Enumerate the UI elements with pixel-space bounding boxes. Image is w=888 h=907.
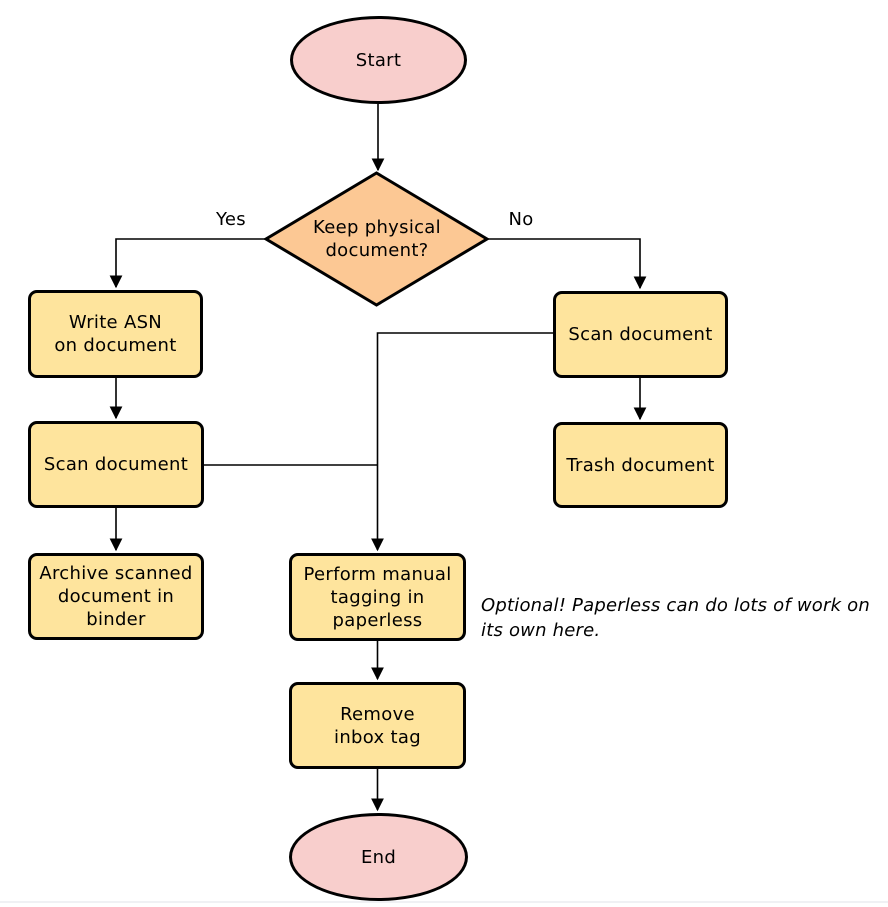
- scan-document-right-node: Scan document: [553, 291, 728, 378]
- start-label: Start: [355, 49, 402, 71]
- manual-tagging-label: Perform manual tagging in paperless: [303, 563, 452, 631]
- archive-node: Archive scanned document in binder: [28, 553, 204, 640]
- remove-inbox-tag-node: Remove inbox tag: [289, 682, 466, 769]
- end-node: End: [289, 813, 468, 901]
- trash-document-label: Trash document: [566, 454, 715, 476]
- decision-diamond-shape: [263, 171, 490, 307]
- manual-tagging-node: Perform manual tagging in paperless: [289, 553, 466, 641]
- write-asn-node: Write ASN on document: [28, 290, 203, 378]
- scan-document-left-node: Scan document: [28, 421, 204, 508]
- archive-label: Archive scanned document in binder: [39, 563, 193, 630]
- scan-document-left-label: Scan document: [43, 454, 189, 475]
- edge-label-yes: Yes: [216, 208, 246, 230]
- remove-inbox-tag-label: Remove inbox tag: [334, 703, 421, 748]
- decision-node-label: Keep physical document?: [313, 217, 441, 261]
- edge-decision-no-to-scan-right: [487, 238, 647, 290]
- edge-scan-right-to-tagging: [371, 332, 553, 552]
- scan-document-right-label: Scan document: [568, 324, 713, 345]
- write-asn-label: Write ASN on document: [54, 312, 177, 356]
- edge-decision-yes-to-write-asn: [109, 238, 266, 289]
- end-label: End: [360, 846, 397, 868]
- trash-document-node: Trash document: [553, 422, 728, 508]
- optional-note: Optional! Paperless can do lots of work …: [481, 595, 870, 641]
- edge-label-no: No: [508, 208, 534, 230]
- bottom-divider: [0, 901, 888, 903]
- start-node: Start: [290, 16, 467, 104]
